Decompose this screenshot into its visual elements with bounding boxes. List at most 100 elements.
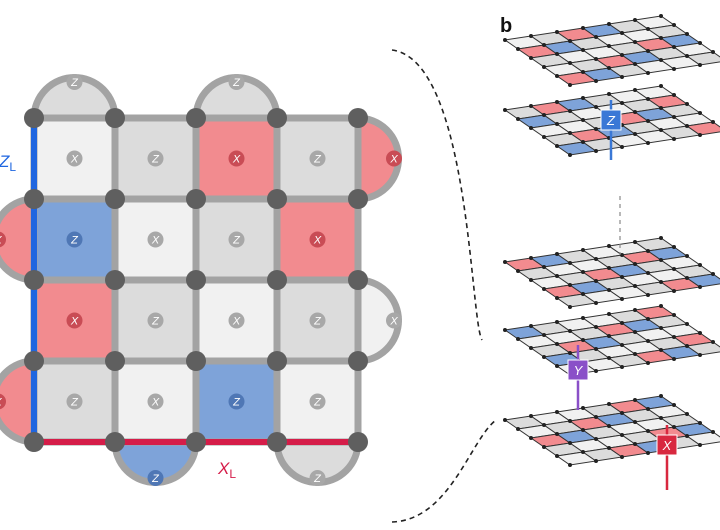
data-qubit: [105, 108, 125, 128]
code-layer: [503, 304, 720, 377]
stabilizer-label: X: [389, 316, 398, 328]
data-qubit: [267, 108, 287, 128]
stabilizer-label: Z: [70, 397, 79, 409]
stabilizer-label: X: [70, 154, 79, 166]
stabilizer-label: X: [389, 154, 398, 166]
data-qubit: [186, 351, 206, 371]
stabilizer-label: Z: [313, 154, 322, 166]
plaquette: X: [111, 357, 200, 446]
plaquette: Z: [273, 114, 362, 203]
stabilizer-ancilla: [309, 150, 326, 167]
plaquette: X: [111, 195, 200, 284]
layer-operator-z: Z: [600, 100, 622, 160]
plaquette: Z: [30, 357, 119, 446]
code-layer: [503, 84, 720, 157]
stabilizer-ancilla: [147, 312, 164, 329]
left-tab: X: [0, 195, 38, 284]
plaquette: X: [30, 114, 119, 203]
stabilizer-label: Z: [151, 154, 160, 166]
plaquette: Z: [192, 195, 281, 284]
stabilizer-ancilla: [228, 150, 245, 167]
plaquette: X: [273, 195, 362, 284]
data-qubit: [348, 108, 368, 128]
data-qubit: [24, 108, 44, 128]
data-qubit: [186, 432, 206, 452]
data-qubit: [186, 189, 206, 209]
plaquette: Z: [111, 114, 200, 203]
right-tab: X: [354, 114, 402, 203]
stabilizer-label: X: [151, 235, 160, 247]
code-layer: [503, 236, 720, 309]
data-qubit: [348, 270, 368, 290]
data-qubit: [24, 189, 44, 209]
stabilizer-label: X: [313, 235, 322, 247]
stabilizer-ancilla: [147, 231, 164, 248]
stabilizer-ancilla: [66, 231, 83, 248]
data-qubit: [348, 432, 368, 452]
data-qubit: [186, 270, 206, 290]
data-qubit: [105, 351, 125, 371]
expansion-bracket-bottom: [391, 419, 497, 523]
layer-operator-label: Z: [606, 113, 616, 128]
stabilizer-label: Z: [70, 77, 79, 89]
stabilizer-ancilla: [228, 231, 245, 248]
data-qubit: [24, 270, 44, 290]
plaquette: X: [30, 276, 119, 365]
left-tab: X: [0, 357, 38, 446]
stabilizer-ancilla: [309, 393, 326, 410]
stabilizer-label: Z: [232, 235, 241, 247]
layer-stack: Z Y X: [503, 14, 720, 490]
stabilizer-label: Z: [313, 316, 322, 328]
data-qubit: [105, 270, 125, 290]
stabilizer-label: Z: [151, 473, 160, 485]
panel-b-label: b: [500, 15, 512, 37]
data-qubit: [105, 189, 125, 209]
right-tab: X: [354, 276, 402, 365]
top-tab: Z: [30, 74, 119, 122]
top-tab: Z: [192, 74, 281, 122]
plaquette: Z: [192, 357, 281, 446]
stabilizer-label: X: [232, 316, 241, 328]
data-qubit: [348, 351, 368, 371]
stabilizer-label: X: [70, 316, 79, 328]
plaquette: X: [192, 114, 281, 203]
stabilizer-ancilla: [228, 312, 245, 329]
stabilizer-label: Z: [313, 473, 322, 485]
data-qubit: [267, 351, 287, 371]
logical-x-label: XL: [217, 459, 236, 481]
layer-operator-label: X: [662, 438, 673, 453]
data-qubit: [348, 189, 368, 209]
data-qubit: [267, 270, 287, 290]
layer-operator-x: X: [656, 425, 678, 490]
stabilizer-ancilla: [309, 312, 326, 329]
data-qubit: [105, 432, 125, 452]
stabilizer-ancilla: [66, 312, 83, 329]
code-layer: [503, 394, 720, 467]
stabilizer-label: X: [232, 154, 241, 166]
plaquette: Z: [30, 195, 119, 284]
bottom-tab: Z: [111, 438, 200, 486]
stabilizer-ancilla: [66, 150, 83, 167]
stabilizer-label: Z: [232, 77, 241, 89]
stabilizer-label: Z: [232, 397, 241, 409]
data-qubits: [24, 108, 368, 452]
stabilizer-ancilla: [147, 150, 164, 167]
plaquette: Z: [273, 357, 362, 446]
stabilizer-label: X: [0, 397, 2, 409]
boundary-stabilizers: Z Z X X Z Z X X: [0, 74, 402, 486]
layer-operator-y: Y: [567, 345, 589, 410]
layer-operator-label: Y: [574, 363, 584, 378]
stabilizer-label: Z: [313, 397, 322, 409]
data-qubit: [24, 351, 44, 371]
plaquette: X: [192, 276, 281, 365]
code-layer: [503, 14, 720, 87]
data-qubit: [267, 432, 287, 452]
expansion-bracket-top: [391, 49, 483, 341]
stabilizer-label: Z: [70, 235, 79, 247]
stabilizer-ancilla: [309, 231, 326, 248]
stabilizer-label: Z: [151, 316, 160, 328]
bottom-tab: Z: [273, 438, 362, 486]
stabilizer-label: X: [0, 235, 2, 247]
